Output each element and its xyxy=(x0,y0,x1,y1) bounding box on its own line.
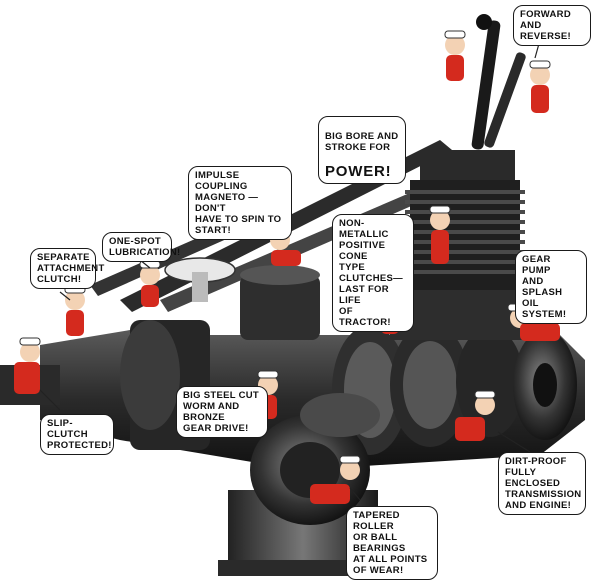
callout-worm-gear: BIG STEEL CUT WORM AND BRONZE GEAR DRIVE… xyxy=(176,386,268,438)
cone-clutches xyxy=(332,323,524,455)
oil-cup xyxy=(164,257,236,302)
mechanic-figure xyxy=(529,60,551,113)
mechanic-figure xyxy=(64,285,86,336)
callout-gear-pump: GEAR PUMP AND SPLASH OIL SYSTEM! xyxy=(515,250,587,324)
callout-bore-stroke-text: BIG BORE AND STROKE FOR xyxy=(325,131,399,153)
mechanic-figure xyxy=(139,260,161,307)
pulley-wheel xyxy=(513,330,577,440)
callout-attachment-clutch: SEPARATE ATTACHMENT CLUTCH! xyxy=(30,248,104,289)
callout-clutches: NON-METALLIC POSITIVE CONE TYPE CLUTCHES… xyxy=(332,214,414,332)
magneto xyxy=(240,265,320,340)
callout-bore-stroke-power: POWER! xyxy=(325,163,392,180)
mechanic-figure xyxy=(14,337,41,394)
control-levers xyxy=(471,14,526,150)
mechanic-figure xyxy=(310,455,361,504)
mechanic-figure xyxy=(444,30,466,81)
callout-dirt-proof: DIRT-PROOF FULLY ENCLOSED TRANSMISSION A… xyxy=(498,452,586,515)
callout-slip-clutch: SLIP-CLUTCH PROTECTED! xyxy=(40,414,114,455)
callout-one-spot: ONE-SPOT LUBRICATION! xyxy=(102,232,180,262)
callout-bore-stroke: BIG BORE AND STROKE FOR POWER! xyxy=(318,116,406,184)
callout-magneto: IMPULSE COUPLING MAGNETO — DON'T HAVE TO… xyxy=(188,166,292,240)
callout-forward-reverse: FORWARD AND REVERSE! xyxy=(513,5,591,46)
mechanic-figure xyxy=(429,205,451,264)
mechanic-figure xyxy=(455,390,496,441)
callout-bearings: TAPERED ROLLER OR BALL BEARINGS AT ALL P… xyxy=(346,506,438,580)
